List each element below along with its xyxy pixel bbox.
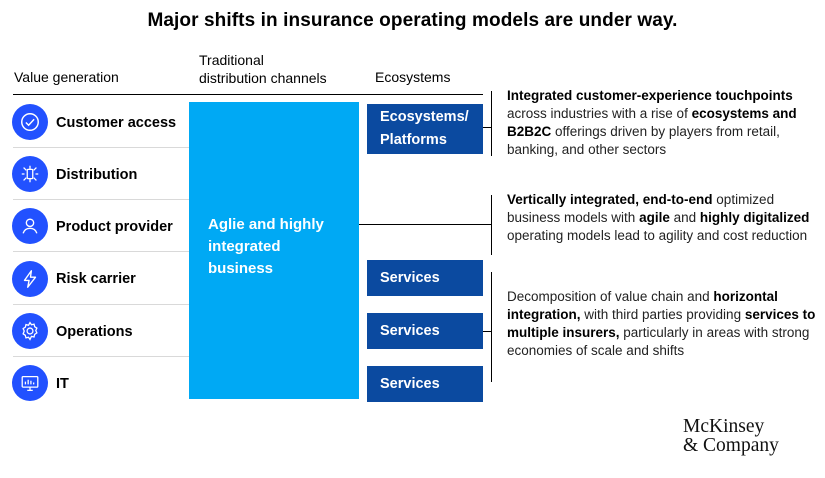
column-header-traditional-line1: Traditional	[199, 52, 264, 68]
bracket-line	[491, 195, 492, 255]
desc-part: services to multiple insurers,	[507, 307, 816, 340]
bracket-line	[491, 91, 492, 156]
column-header-value-generation: Value generation	[14, 69, 119, 85]
desc-part: offerings driven by players from retail,…	[507, 124, 780, 157]
value-chain-label-risk-carrier: Risk carrier	[56, 271, 136, 287]
desc-part: operating models lead to agility and cos…	[507, 228, 808, 243]
ecosystems-box-line2: Platforms	[380, 132, 447, 148]
logo-line1: McKinsey	[683, 416, 765, 437]
row-divider	[13, 199, 190, 200]
services-box: Services	[367, 366, 483, 402]
bracket-line	[491, 272, 492, 382]
value-chain-label-it: IT	[56, 376, 69, 392]
lightning-icon	[12, 261, 48, 297]
agile-block-text: Aglie and highly integrated business	[208, 214, 348, 280]
header-divider	[13, 94, 483, 95]
connector-line	[483, 331, 491, 332]
mckinsey-logo: McKinsey & Company	[683, 416, 779, 456]
value-chain-label-operations: Operations	[56, 324, 133, 340]
agile-integrated-block: Aglie and highly integrated business	[189, 102, 359, 399]
person-icon	[12, 208, 48, 244]
agile-block-line1: Aglie and highly	[208, 216, 324, 233]
page-title: Major shifts in insurance operating mode…	[147, 10, 678, 31]
desc-part: Integrated customer-experience touchpoin…	[507, 88, 793, 103]
agile-block-line2: integrated	[208, 238, 281, 255]
ecosystems-platforms-box: Ecosystems/ Platforms	[367, 104, 483, 154]
logo-line2: & Company	[683, 435, 779, 456]
desc-part: agile	[639, 210, 670, 225]
monitor-icon	[12, 365, 48, 401]
desc-part: with third parties providing	[580, 307, 745, 322]
column-header-ecosystems: Ecosystems	[375, 69, 451, 85]
check-circle-icon	[12, 104, 48, 140]
row-divider	[13, 147, 190, 148]
gear-icon	[12, 313, 48, 349]
desc-part: particularly in areas with strong econom…	[507, 325, 810, 358]
distribution-network-icon	[12, 156, 48, 192]
desc-part: and	[669, 210, 700, 225]
column-header-traditional-line2: distribution channels	[199, 70, 327, 86]
description-vertical-integration: Vertically integrated, end-to-end optimi…	[507, 191, 819, 245]
connector-line	[359, 224, 491, 225]
value-chain-label-customer-access: Customer access	[56, 115, 177, 131]
value-chain-label-product-provider: Product provider	[56, 219, 173, 235]
row-divider	[13, 356, 190, 357]
desc-part: Vertically integrated, end-to-end	[507, 192, 713, 207]
desc-part: highly digitalized	[699, 210, 810, 225]
row-divider	[13, 251, 190, 252]
ecosystems-box-line1: Ecosystems/	[380, 109, 469, 125]
connector-line	[483, 127, 491, 128]
column-header-traditional: Traditional distribution channels	[199, 51, 327, 87]
value-chain-label-distribution: Distribution	[56, 167, 138, 183]
desc-part: optimized business models with	[507, 192, 775, 225]
row-divider	[13, 304, 190, 305]
agile-block-line3: business	[208, 260, 274, 277]
description-horizontal-integration: Decomposition of value chain and horizon…	[507, 288, 819, 360]
desc-part: ecosystems and B2B2C	[507, 106, 797, 139]
desc-part: across industries with a rise of	[507, 106, 692, 121]
desc-part: horizontal integration,	[507, 289, 778, 322]
services-box: Services	[367, 260, 483, 296]
services-box: Services	[367, 313, 483, 349]
description-ecosystems: Integrated customer-experience touchpoin…	[507, 87, 819, 159]
desc-part: Decomposition of value chain and	[507, 289, 714, 304]
